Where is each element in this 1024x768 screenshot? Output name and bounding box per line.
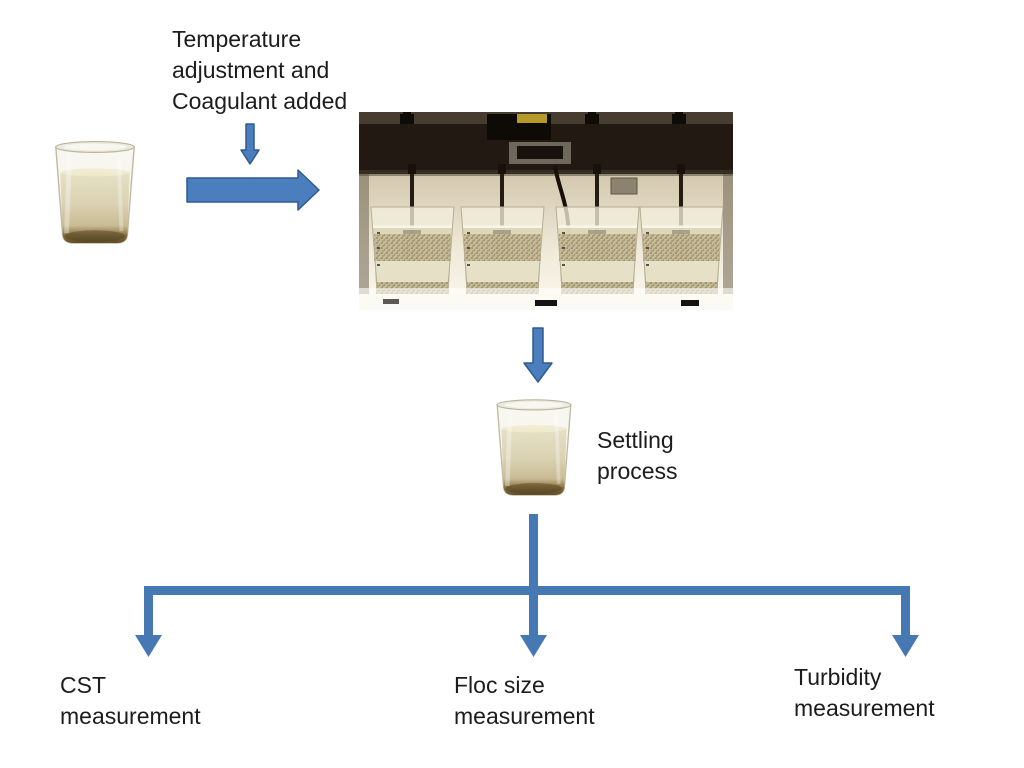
coagulation-step-line2: adjustment and: [172, 57, 330, 83]
cst-line1: CST: [60, 672, 106, 698]
cst-measurement-label: CST measurement: [60, 670, 240, 732]
floc-size-measurement-label: Floc size measurement: [454, 670, 634, 732]
cst-line2: measurement: [60, 703, 201, 729]
coagulation-step-line3: Coagulant added: [172, 88, 348, 114]
turbidity-line1: Turbidity: [794, 664, 882, 690]
branch-connector-arrows: [135, 514, 919, 657]
coagulation-step-label: Temperature adjustment and Coagulant add…: [172, 24, 382, 117]
settled-sample-beaker-photo: [496, 399, 572, 496]
floc-line2: measurement: [454, 703, 595, 729]
coagulation-step-line1: Temperature: [172, 26, 302, 52]
settling-down-arrow-icon: [523, 327, 553, 383]
settling-line2: process: [597, 458, 678, 484]
turbidity-line2: measurement: [794, 695, 935, 721]
coagulant-down-arrow-icon: [240, 123, 260, 165]
floc-line1: Floc size: [454, 672, 545, 698]
turbidity-measurement-label: Turbidity measurement: [794, 662, 974, 724]
jar-test-apparatus-photo: [359, 112, 733, 310]
raw-water-beaker-photo: [55, 140, 135, 244]
settling-line1: Settling: [597, 427, 674, 453]
feed-right-arrow-icon: [186, 169, 320, 211]
settling-process-label: Settling process: [597, 425, 727, 487]
